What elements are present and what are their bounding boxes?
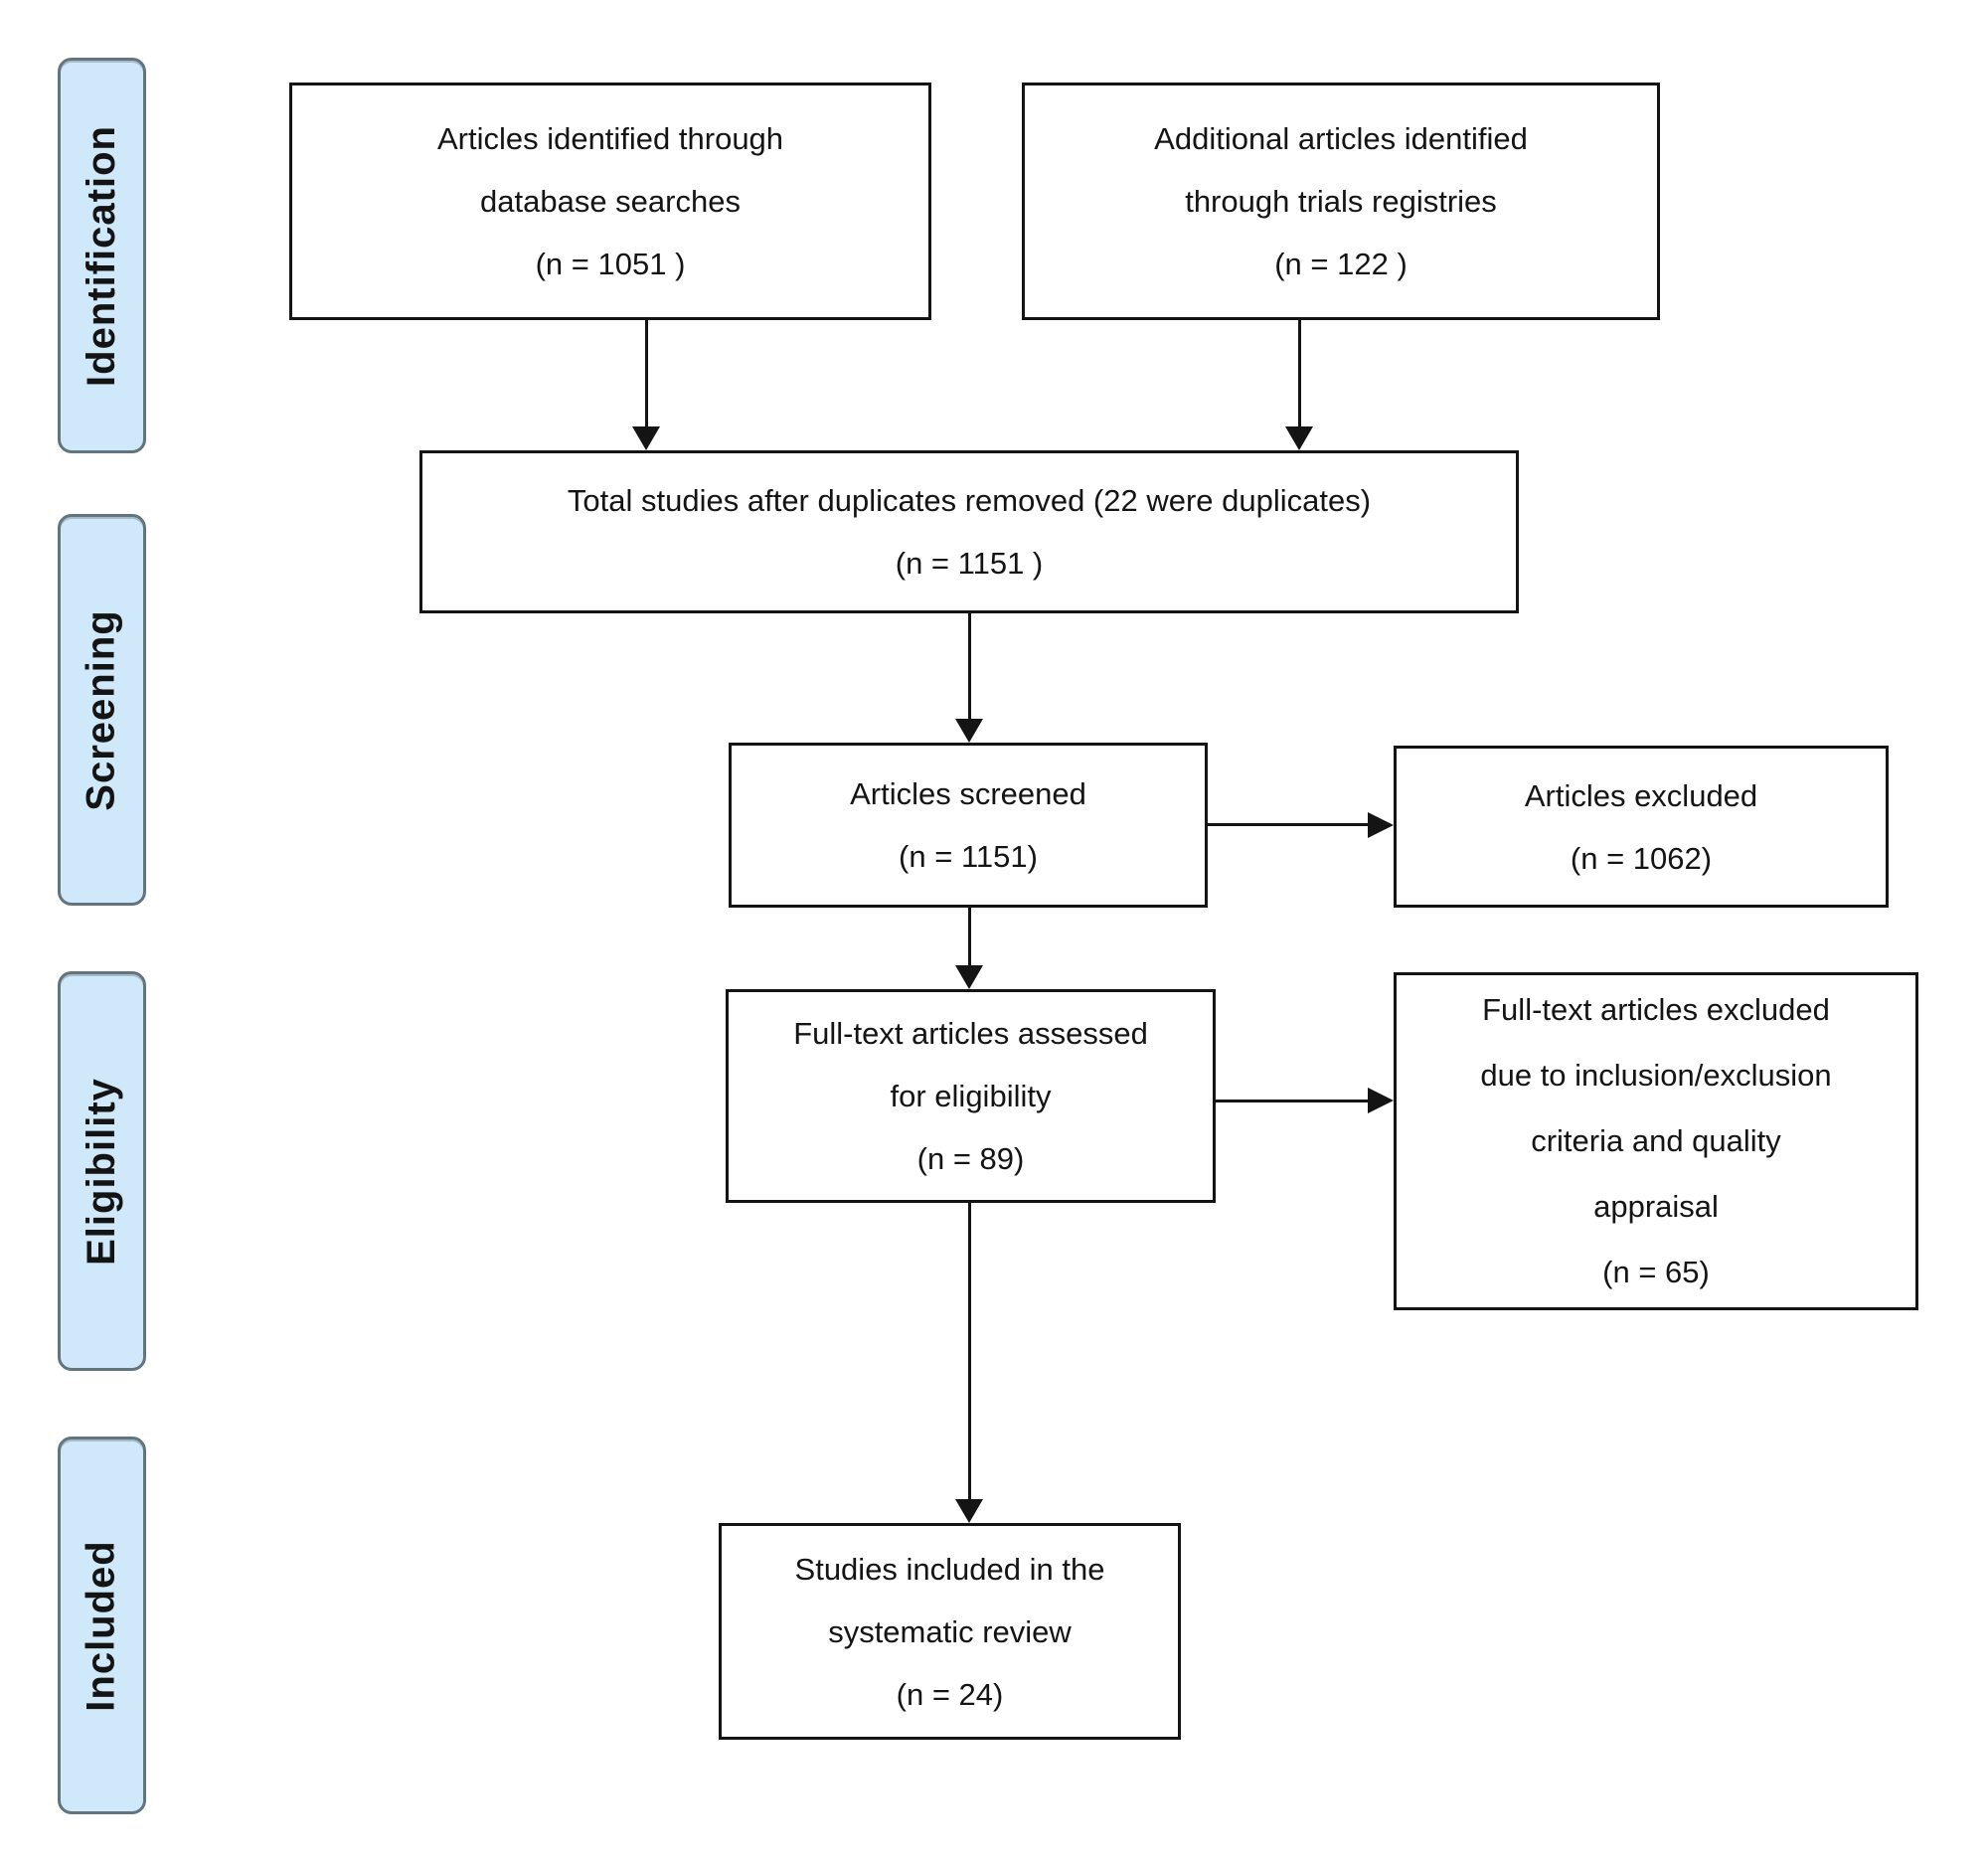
arrowhead-down-icon	[955, 719, 983, 743]
box-text-line: Additional articles identified	[1154, 121, 1528, 156]
stage-included-label: Included	[80, 1539, 124, 1712]
box-count: (n = 65)	[1602, 1255, 1710, 1289]
box-count: (n = 24)	[896, 1676, 1004, 1712]
box-total-after-duplicates: Total studies after duplicates removed (…	[419, 450, 1519, 613]
box-text-line: Full-text articles assessed	[793, 1016, 1148, 1051]
box-text-line: Studies included in the	[794, 1551, 1105, 1587]
stage-included: Included	[58, 1437, 146, 1814]
arrow-line	[1216, 1100, 1370, 1102]
arrowhead-down-icon	[1285, 426, 1313, 450]
box-text-line: Total studies after duplicates removed (…	[567, 483, 1372, 518]
arrow-line	[968, 613, 971, 721]
arrowhead-right-icon	[1368, 812, 1394, 838]
arrow-line	[968, 908, 971, 967]
box-articles-identified-registries: Additional articles identified through t…	[1022, 83, 1660, 320]
arrowhead-down-icon	[955, 965, 983, 989]
box-count: (n = 1151 )	[895, 546, 1044, 581]
stage-eligibility-label: Eligibility	[80, 1077, 124, 1266]
arrowhead-down-icon	[955, 1499, 983, 1523]
stage-eligibility: Eligibility	[58, 971, 146, 1371]
box-fulltext-assessed: Full-text articles assessed for eligibil…	[726, 989, 1216, 1203]
box-text-line: due to inclusion/exclusion	[1480, 1058, 1832, 1093]
stage-screening: Screening	[58, 514, 146, 906]
arrowhead-right-icon	[1368, 1088, 1394, 1113]
box-text-line: Articles screened	[850, 776, 1086, 811]
box-count: (n = 1151)	[899, 839, 1038, 874]
box-text-line: systematic review	[828, 1613, 1072, 1649]
box-articles-identified-database: Articles identified through database sea…	[289, 83, 931, 320]
box-text-line: criteria and quality	[1531, 1123, 1781, 1158]
box-text-line: through trials registries	[1185, 184, 1497, 219]
box-count: (n = 89)	[916, 1141, 1025, 1176]
box-articles-excluded: Articles excluded (n = 1062)	[1394, 746, 1889, 908]
stage-identification: Identification	[58, 58, 146, 453]
arrow-line	[968, 1203, 971, 1501]
box-text-line: Full-text articles excluded	[1482, 992, 1830, 1027]
box-text-line: database searches	[480, 184, 741, 219]
box-fulltext-excluded: Full-text articles excluded due to inclu…	[1394, 972, 1918, 1310]
box-count: (n = 1051 )	[535, 247, 686, 281]
box-studies-included: Studies included in the systematic revie…	[719, 1523, 1181, 1740]
box-count: (n = 1062)	[1570, 840, 1713, 876]
box-articles-screened: Articles screened (n = 1151)	[729, 743, 1208, 908]
stage-identification-label: Identification	[80, 124, 124, 387]
arrow-line	[1208, 823, 1370, 826]
stage-screening-label: Screening	[80, 608, 123, 811]
box-text-line: for eligibility	[890, 1079, 1052, 1113]
box-count: (n = 122 )	[1274, 247, 1408, 281]
arrowhead-down-icon	[632, 426, 660, 450]
box-text-line: Articles identified through	[436, 121, 784, 156]
arrow-line	[645, 320, 648, 428]
arrow-line	[1298, 320, 1301, 428]
box-text-line: Articles excluded	[1524, 777, 1758, 813]
box-text-line: appraisal	[1593, 1189, 1719, 1224]
